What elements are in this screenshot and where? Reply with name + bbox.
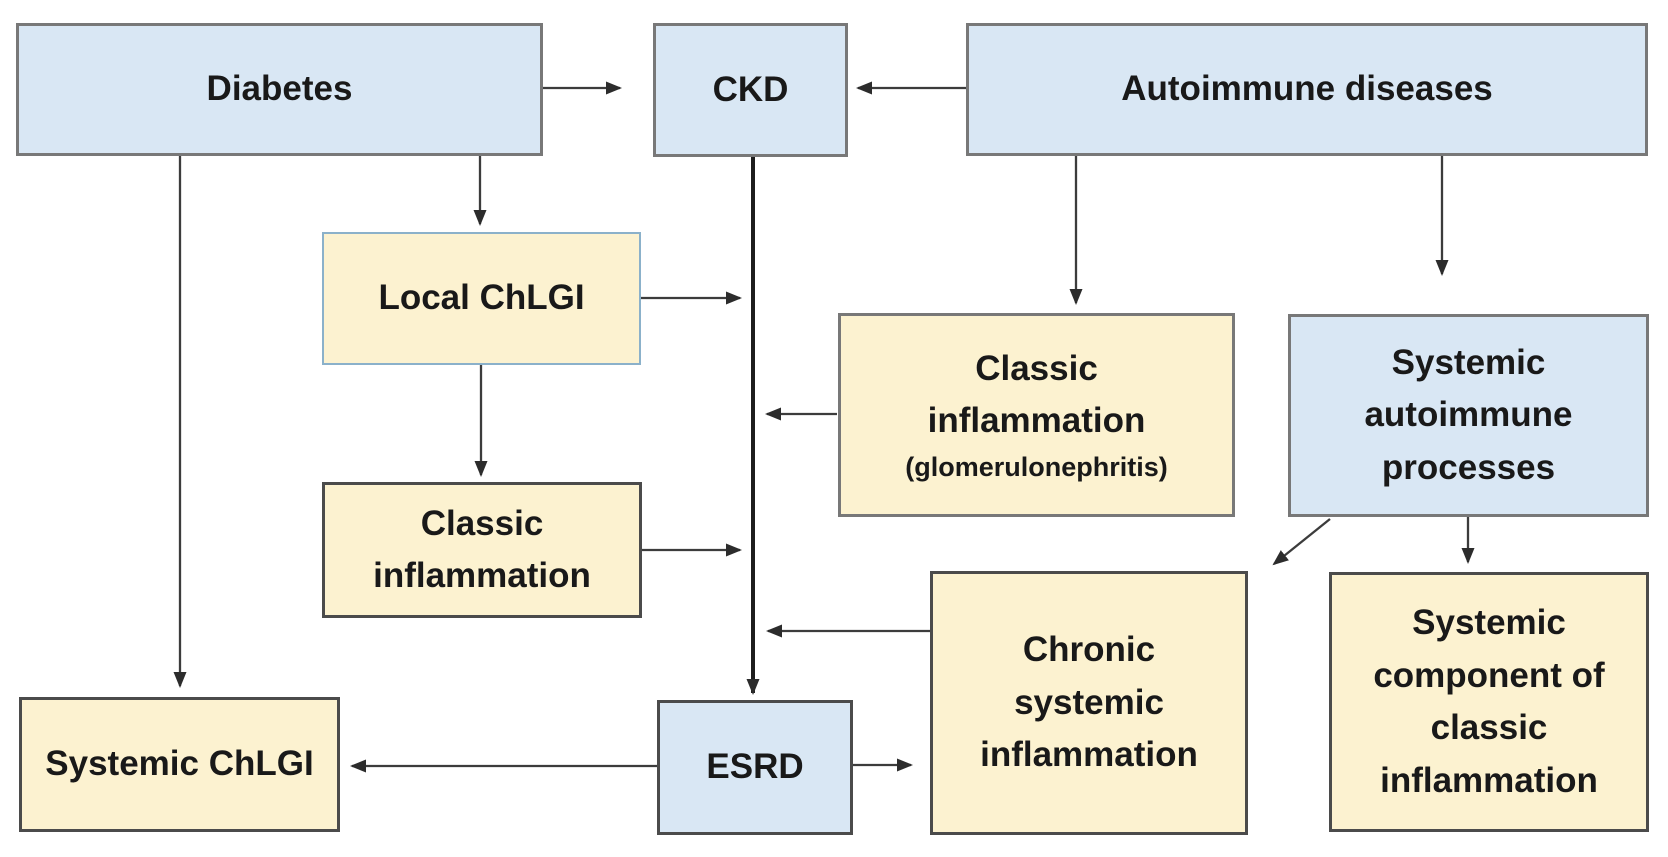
node-syscomp-line1: Systemic xyxy=(1412,603,1566,642)
node-esrd-label: ESRD xyxy=(706,747,804,787)
node-chronic-line3: inflammation xyxy=(980,735,1198,775)
node-systemic-autoimmune-processes: Systemic autoimmune processes xyxy=(1288,314,1649,517)
node-syscomp-line4: inflammation xyxy=(1380,760,1598,800)
node-sap-line2: autoimmune xyxy=(1364,395,1573,435)
node-diabetes: Diabetes xyxy=(16,23,543,156)
node-syscomp-line3: classic xyxy=(1430,708,1548,747)
node-esrd: ESRD xyxy=(657,700,853,835)
node-chronic-systemic-inflammation: Chronic systemic inflammation xyxy=(930,571,1248,835)
arrow-systemic-autoimmune-to-chronic xyxy=(1272,518,1331,566)
node-classic-glom-line1: Classic xyxy=(975,348,1098,388)
node-syscomp-line2: component of xyxy=(1373,655,1605,695)
node-systemic-chlgi-label: Systemic ChLGI xyxy=(45,744,314,784)
node-classic-line1: Classic xyxy=(420,503,544,543)
node-autoimmune-diseases-label: Autoimmune diseases xyxy=(1121,69,1493,109)
node-sap-line3: processes xyxy=(1381,447,1556,487)
node-classic-glom-line2: inflammation xyxy=(927,401,1146,441)
node-ckd-label: CKD xyxy=(712,69,789,109)
node-systemic-component-of-classic-inflammation: Systemic component of classic inflammati… xyxy=(1329,572,1649,832)
node-chronic-line1: Chronic xyxy=(1022,630,1156,670)
node-autoimmune-diseases: Autoimmune diseases xyxy=(966,23,1648,156)
node-systemic-chlgi: Systemic ChLGI xyxy=(19,697,340,832)
node-classic-inflammation: Classic inflammation xyxy=(322,482,642,618)
node-sap-line1: Systemic xyxy=(1391,342,1546,382)
node-chronic-line2: systemic xyxy=(1014,682,1164,722)
node-classic-glom-line3: (glomerulonephritis) xyxy=(905,451,1168,482)
node-local-chlgi-label: Local ChLGI xyxy=(378,278,585,318)
node-diabetes-label: Diabetes xyxy=(206,69,353,109)
node-ckd: CKD xyxy=(653,23,848,157)
node-local-chlgi: Local ChLGI xyxy=(322,232,641,365)
node-classic-inflammation-glomerulonephritis: Classic inflammation (glomerulonephritis… xyxy=(838,313,1235,517)
node-classic-line2: inflammation xyxy=(373,556,591,595)
